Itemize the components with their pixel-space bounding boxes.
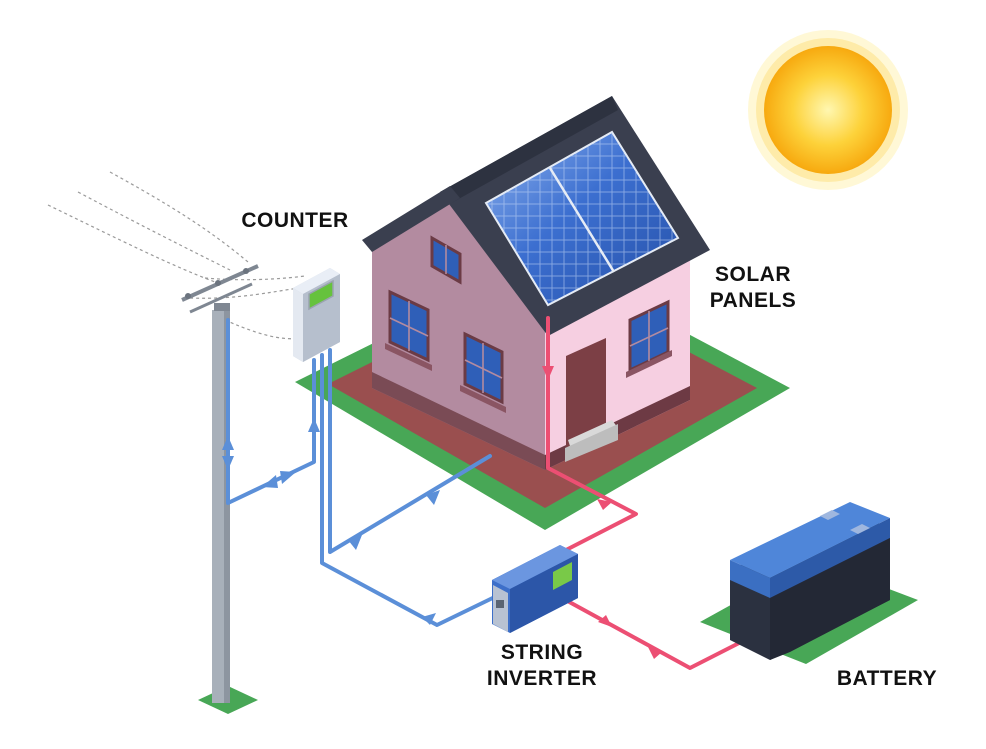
- counter-meter: [293, 268, 340, 362]
- counter-label: COUNTER: [230, 208, 360, 234]
- battery-label-text: BATTERY: [836, 667, 938, 690]
- grid-arrows: [222, 418, 440, 625]
- dc-arrows: [542, 366, 662, 659]
- solar-panels: [484, 130, 680, 307]
- battery-label: BATTERY: [822, 666, 952, 692]
- battery: [700, 502, 918, 664]
- solar-panels-label-line1: SOLAR: [715, 263, 791, 286]
- house: [362, 96, 710, 470]
- overhead-wires: [47, 171, 321, 340]
- solar-panels-label: SOLAR PANELS: [698, 262, 808, 314]
- counter-label-text: COUNTER: [241, 209, 349, 232]
- string-inverter-label-line1: STRING: [500, 641, 584, 664]
- string-inverter-label: STRING INVERTER: [472, 640, 612, 692]
- string-inverter: [492, 545, 578, 633]
- string-inverter-label-line2: INVERTER: [486, 667, 598, 690]
- solar-panels-label-line2: PANELS: [709, 289, 797, 312]
- sun-icon: [748, 30, 908, 190]
- utility-pole: [181, 264, 259, 714]
